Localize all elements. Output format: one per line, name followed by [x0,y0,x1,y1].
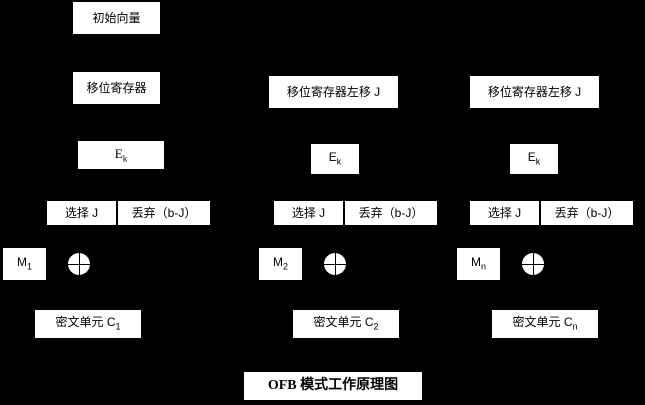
ciphertext-subscript-3: n [572,321,578,332]
ciphertext-box-3: 密文单元 Cn [492,310,598,338]
ciphertext-box-1: 密文单元 C1 [35,310,141,338]
discard-label-3: 丢弃（b-J） [554,206,620,220]
diagram-title-box: OFB 模式工作原理图 [244,372,422,400]
select-label-2: 选择 J [291,206,326,220]
xor-horizontal-line-2 [324,263,346,265]
initial-vector-box: 初始向量 [73,2,160,34]
encrypt-box-1: Ek [78,141,164,169]
encrypt-box-3: Ek [510,144,558,174]
shift-register-box-1: 移位寄存器 [73,72,160,104]
xor-horizontal-line-1 [68,263,90,265]
plaintext-label-2: M2 [272,255,288,272]
ciphertext-label-2: 密文单元 C2 [313,315,379,332]
encrypt-label-1: Ek [114,145,128,164]
plaintext-label-1: M1 [16,255,32,272]
select-label-3: 选择 J [487,206,522,220]
ciphertext-subscript-1: 1 [115,321,121,332]
select-box-3: 选择 J [470,201,539,225]
initial-vector-label: 初始向量 [92,11,141,25]
discard-label-1: 丢弃（b-J） [131,206,197,220]
plaintext-label-3: Mn [470,255,486,272]
encrypt-label-3: Ek [527,150,541,167]
shift-register-label-1: 移位寄存器 [86,81,147,95]
plaintext-box-3: Mn [457,248,500,280]
xor-icon-2 [324,253,346,275]
encrypt-subscript-2: k [336,156,342,167]
diagram-title-label: OFB 模式工作原理图 [267,378,399,393]
plaintext-subscript-1: 1 [26,261,32,272]
shift-register-box-2: 移位寄存器左移 J [269,76,398,108]
xor-icon-1 [68,253,90,275]
shift-register-label-2: 移位寄存器左移 J [286,85,381,99]
xor-icon-3 [522,253,544,275]
ciphertext-label-3: 密文单元 Cn [512,315,578,332]
discard-label-2: 丢弃（b-J） [358,206,424,220]
discard-box-3: 丢弃（b-J） [541,201,633,225]
select-box-1: 选择 J [47,201,116,225]
select-box-2: 选择 J [274,201,343,225]
ciphertext-box-2: 密文单元 C2 [293,310,399,338]
shift-register-box-3: 移位寄存器左移 J [470,76,599,108]
plaintext-subscript-3: n [480,261,486,272]
encrypt-subscript-3: k [535,156,541,167]
xor-horizontal-line-3 [522,263,544,265]
ciphertext-subscript-2: 2 [373,321,379,332]
shift-register-label-3: 移位寄存器左移 J [487,85,582,99]
discard-box-1: 丢弃（b-J） [118,201,210,225]
discard-box-2: 丢弃（b-J） [345,201,437,225]
plaintext-box-1: M1 [3,248,46,280]
plaintext-box-2: M2 [259,248,302,280]
encrypt-label-2: Ek [328,150,342,167]
select-label-1: 选择 J [64,206,99,220]
encrypt-box-2: Ek [311,144,359,174]
plaintext-subscript-2: 2 [282,261,288,272]
ciphertext-label-1: 密文单元 C1 [55,315,121,332]
encrypt-subscript-1: k [122,153,128,164]
